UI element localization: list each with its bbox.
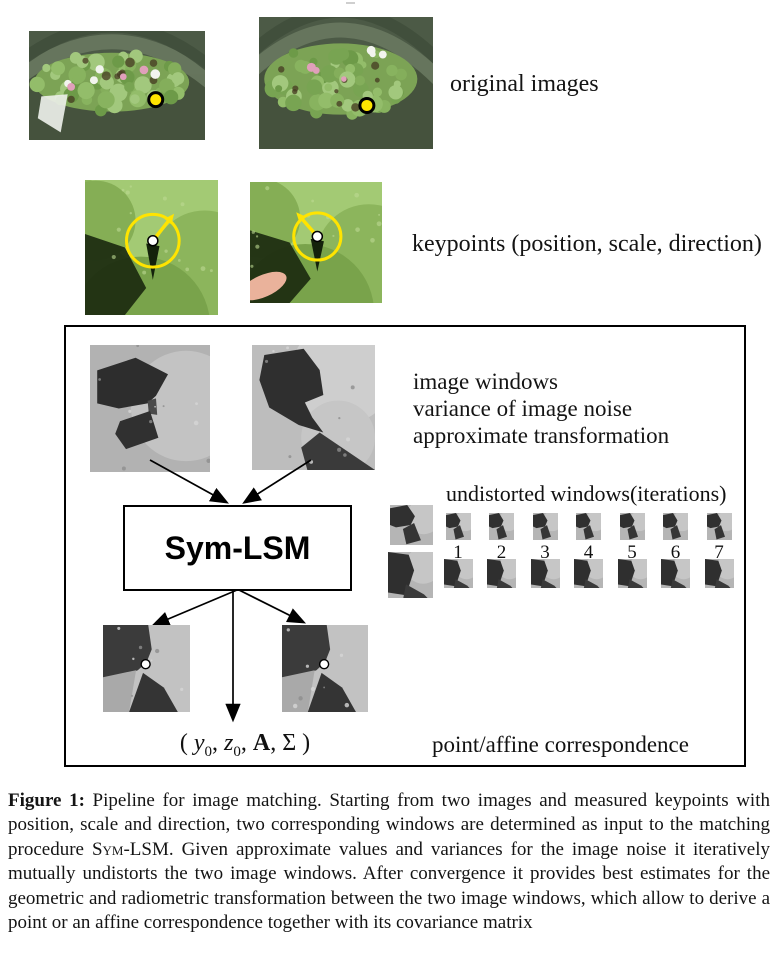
grayscale-thumbnail [530, 559, 560, 588]
caption-figure-label: Figure 1: [8, 790, 85, 811]
original-image-left [29, 31, 205, 140]
undistorted-windows-label: undistorted windows(iterations) [446, 481, 727, 506]
undistorted-window-thumbnail-top [576, 513, 601, 540]
iteration-number: 2 [496, 542, 507, 563]
inputs-label-block: image windows variance of image noise ap… [413, 368, 669, 449]
formula-open-paren: ( [179, 730, 194, 756]
keypoint-image-left [85, 180, 218, 315]
inputs-line-3: approximate transformation [413, 423, 670, 448]
grayscale-thumbnail [487, 559, 516, 588]
iteration-number: 3 [540, 542, 550, 563]
grayscale-thumbnail [532, 513, 558, 540]
image-window-right [252, 345, 375, 470]
grayscale-thumbnail [706, 513, 732, 540]
lily-pond-photo [259, 17, 433, 149]
grayscale-thumbnail [443, 559, 473, 588]
grayscale-thumbnail [619, 513, 645, 540]
undistorted-window-thumbnail-top [706, 513, 732, 540]
undistorted-window-thumbnail-bottom [617, 559, 647, 588]
formula-comma: , [212, 730, 224, 756]
output-window-right [282, 625, 368, 712]
grayscale-thumbnail [661, 559, 690, 588]
formula-sigma: Σ [282, 730, 297, 756]
undistorted-window-thumbnail-bottom [574, 559, 603, 588]
undistorted-iterations-grid: 1 2 3 4 5 6 7 [388, 505, 746, 600]
grayscale-thumbnail [388, 552, 433, 598]
grayscale-thumbnail [663, 513, 688, 540]
grayscale-thumbnail [704, 559, 734, 588]
formula-A: A [252, 730, 271, 756]
original-image-right [259, 17, 433, 149]
formula-y: y [193, 730, 205, 756]
undistorted-window-thumbnail-top [619, 513, 645, 540]
grayscale-thumbnail [489, 513, 514, 540]
undistorted-window-thumbnail-bottom [443, 559, 473, 588]
formula-y-sub: 0 [204, 743, 213, 760]
undistorted-window-thumbnail-bottom [661, 559, 690, 588]
symlsm-procedure-box: Sym-LSM [123, 505, 352, 591]
correspondence-label: point/affine correspondence [432, 732, 689, 757]
formula-z: z [224, 730, 234, 756]
figure-caption: Figure 1: Pipeline for image matching. S… [8, 789, 770, 935]
image-window-left [90, 345, 210, 472]
initial-window-top [390, 505, 433, 545]
undistorted-window-thumbnail-bottom [530, 559, 560, 588]
grayscale-window [90, 345, 210, 472]
page-artifact-dash [346, 2, 355, 4]
undistorted-window-thumbnail-top [532, 513, 558, 540]
keypoint-marker-icon [250, 182, 382, 303]
grayscale-thumbnail [574, 559, 603, 588]
grayscale-window [252, 345, 375, 470]
caption-sym-smallcaps: Sym [91, 838, 124, 860]
keypoint-image-right [250, 182, 382, 303]
output-window-left [103, 625, 190, 712]
originals-label: original images [450, 71, 599, 97]
inputs-line-2: variance of image noise [413, 396, 633, 421]
formula-close-paren: ) [296, 730, 311, 756]
matched-point-window [103, 625, 190, 712]
iteration-number: 4 [583, 542, 594, 563]
symlsm-label: Sym-LSM [164, 529, 311, 566]
iteration-number: 7 [714, 542, 724, 563]
iteration-number: 5 [627, 542, 637, 563]
initial-window-bottom [388, 552, 433, 598]
undistorted-window-thumbnail-top [489, 513, 514, 540]
keypoint-marker-icon [85, 180, 218, 315]
grayscale-thumbnail [576, 513, 601, 540]
matched-point-window [282, 625, 368, 712]
undistorted-window-thumbnail-bottom [704, 559, 734, 588]
formula-comma: , [270, 730, 283, 756]
lily-pond-photo [29, 31, 205, 140]
caption-text-2: -LSM. Given approximate values and varia… [8, 838, 770, 934]
formula-comma: , [240, 730, 253, 756]
iteration-number: 6 [670, 542, 681, 563]
inputs-line-1: image windows [413, 369, 559, 394]
undistorted-window-thumbnail-top [445, 513, 471, 540]
grayscale-thumbnail [617, 559, 647, 588]
caption-text-1: Pipeline for image matching. Starting fr… [8, 790, 770, 860]
grayscale-thumbnail [445, 513, 471, 540]
result-formula: ( y0, z0, A, Σ ) [160, 730, 330, 761]
grayscale-thumbnail [390, 505, 433, 545]
iteration-number: 1 [453, 542, 463, 563]
keypoints-label: keypoints (position, scale, direction) [412, 231, 762, 257]
formula-z-sub: 0 [233, 743, 241, 760]
undistorted-window-thumbnail-top [663, 513, 688, 540]
undistorted-window-thumbnail-bottom [487, 559, 516, 588]
